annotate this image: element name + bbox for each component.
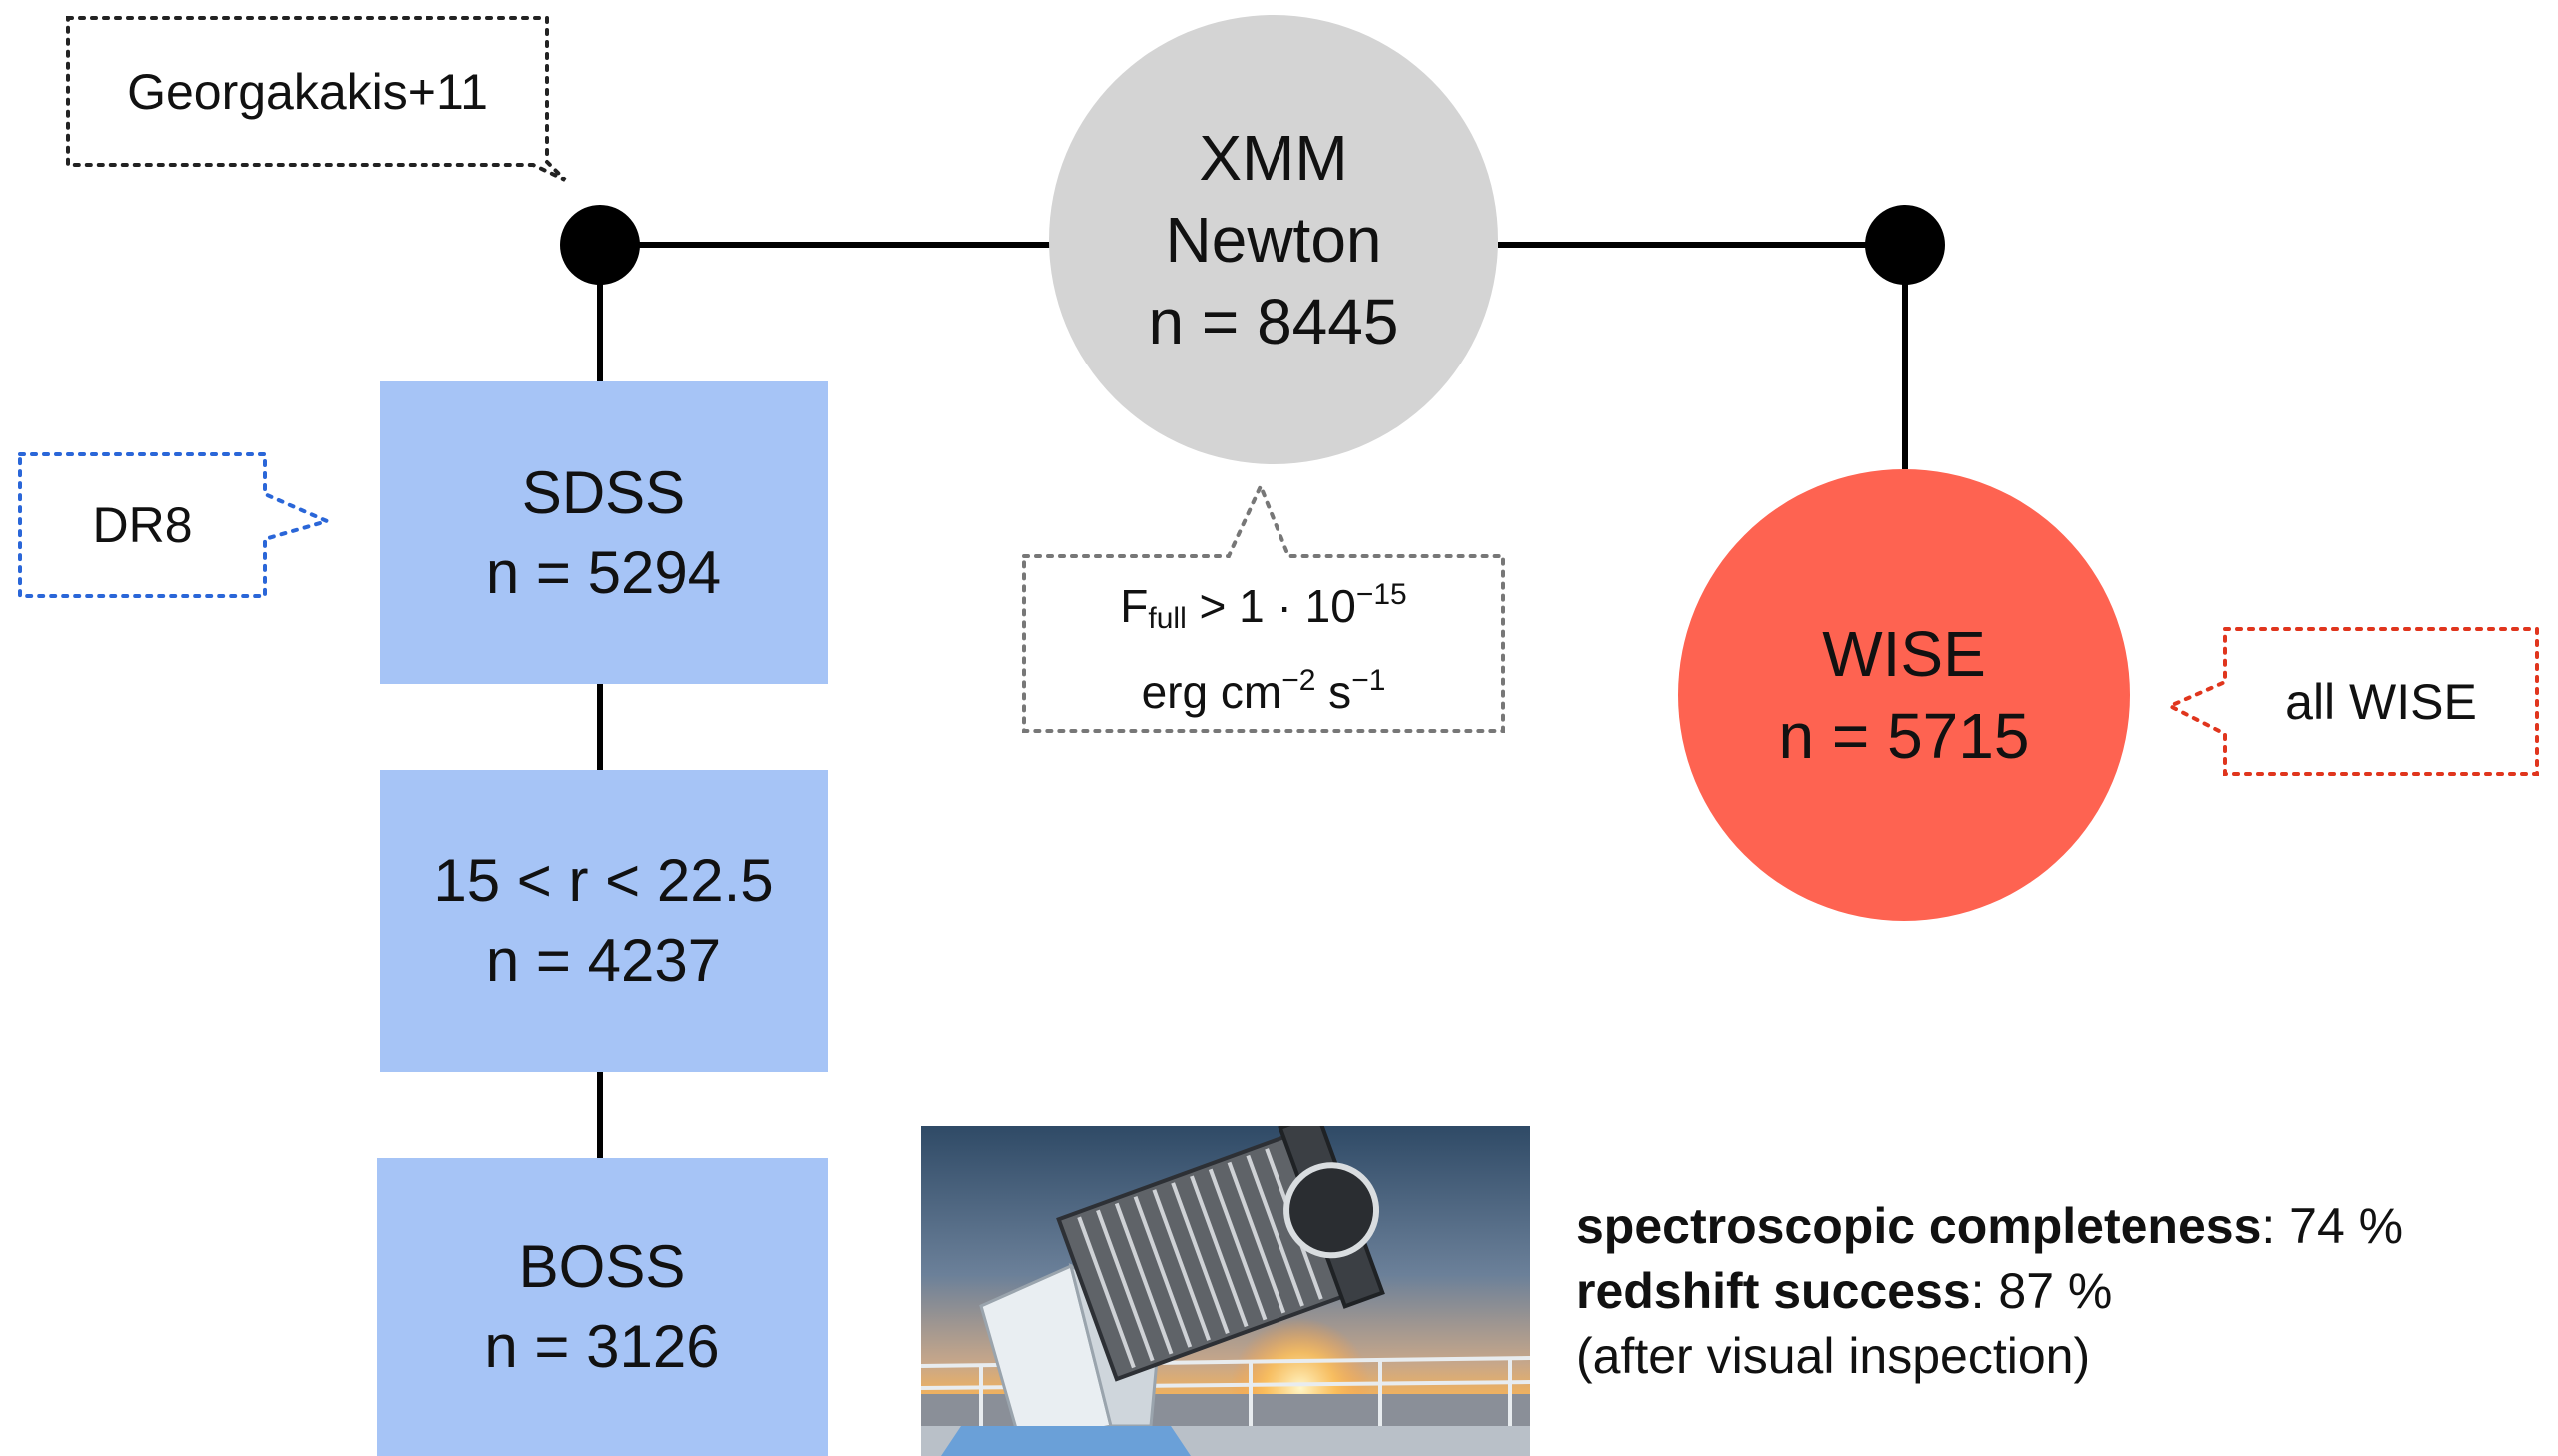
success-label: redshift success: [1576, 1263, 1971, 1319]
flux-limit-line: Ffull > 1 · 10−15: [1120, 578, 1407, 635]
callout-dr8: DR8: [20, 454, 265, 596]
junction-dot-right: [1865, 205, 1945, 285]
xmm-subtitle: Newton: [1165, 204, 1382, 276]
node-boss: BOSS n = 3126: [377, 1158, 828, 1456]
completeness-label: spectroscopic completeness: [1576, 1198, 2262, 1254]
stats-completeness: spectroscopic completeness: 74 %: [1576, 1194, 2403, 1259]
telescope-photo: [921, 1126, 1530, 1456]
boss-title: BOSS: [518, 1233, 686, 1300]
callout-all-wise: all WISE: [2225, 629, 2537, 774]
wise-count: n = 5715: [1778, 700, 2030, 772]
success-value: : 87 %: [1970, 1263, 2113, 1319]
node-magnitude-cut: 15 < r < 22.5 n = 4237: [380, 770, 828, 1072]
sdss-count: n = 5294: [485, 538, 722, 606]
stats-success: redshift success: 87 %: [1576, 1259, 2403, 1324]
node-sdss: SDSS n = 5294: [380, 381, 828, 684]
completeness-value: : 74 %: [2261, 1198, 2404, 1254]
magnitude-cut-count: n = 4237: [485, 927, 722, 994]
node-xmm-newton: XMM Newton n = 8445: [1049, 15, 1498, 464]
telescope-photo-drawing: [921, 1126, 1530, 1456]
callout-allwise-border: [2165, 627, 2539, 776]
wise-title: WISE: [1822, 618, 1986, 690]
sdss-title: SDSS: [521, 458, 686, 526]
node-wise: WISE n = 5715: [1678, 469, 2130, 921]
boss-count: n = 3126: [484, 1313, 720, 1380]
callout-all-wise-label: all WISE: [2285, 673, 2477, 730]
callout-georgakakis: Georgakakis+11: [68, 18, 547, 165]
callout-flux: Ffull > 1 · 10−15 erg cm−2 s−1: [1024, 556, 1503, 731]
xmm-title: XMM: [1199, 122, 1348, 194]
callout-georgakakis-border: [66, 16, 567, 182]
magnitude-cut-title: 15 < r < 22.5: [433, 847, 774, 914]
flux-unit-line: erg cm−2 s−1: [1141, 664, 1386, 718]
xmm-count: n = 8445: [1148, 286, 1399, 358]
callout-georgakakis-label: Georgakakis+11: [127, 63, 488, 120]
junction-dot-left: [560, 205, 640, 285]
callout-dr8-label: DR8: [92, 497, 193, 553]
callout-flux-border: [1022, 480, 1505, 733]
stats-note: (after visual inspection): [1576, 1328, 2091, 1384]
callout-dr8-border: [18, 452, 333, 598]
survey-stats: spectroscopic completeness: 74 % redshif…: [1576, 1194, 2403, 1389]
